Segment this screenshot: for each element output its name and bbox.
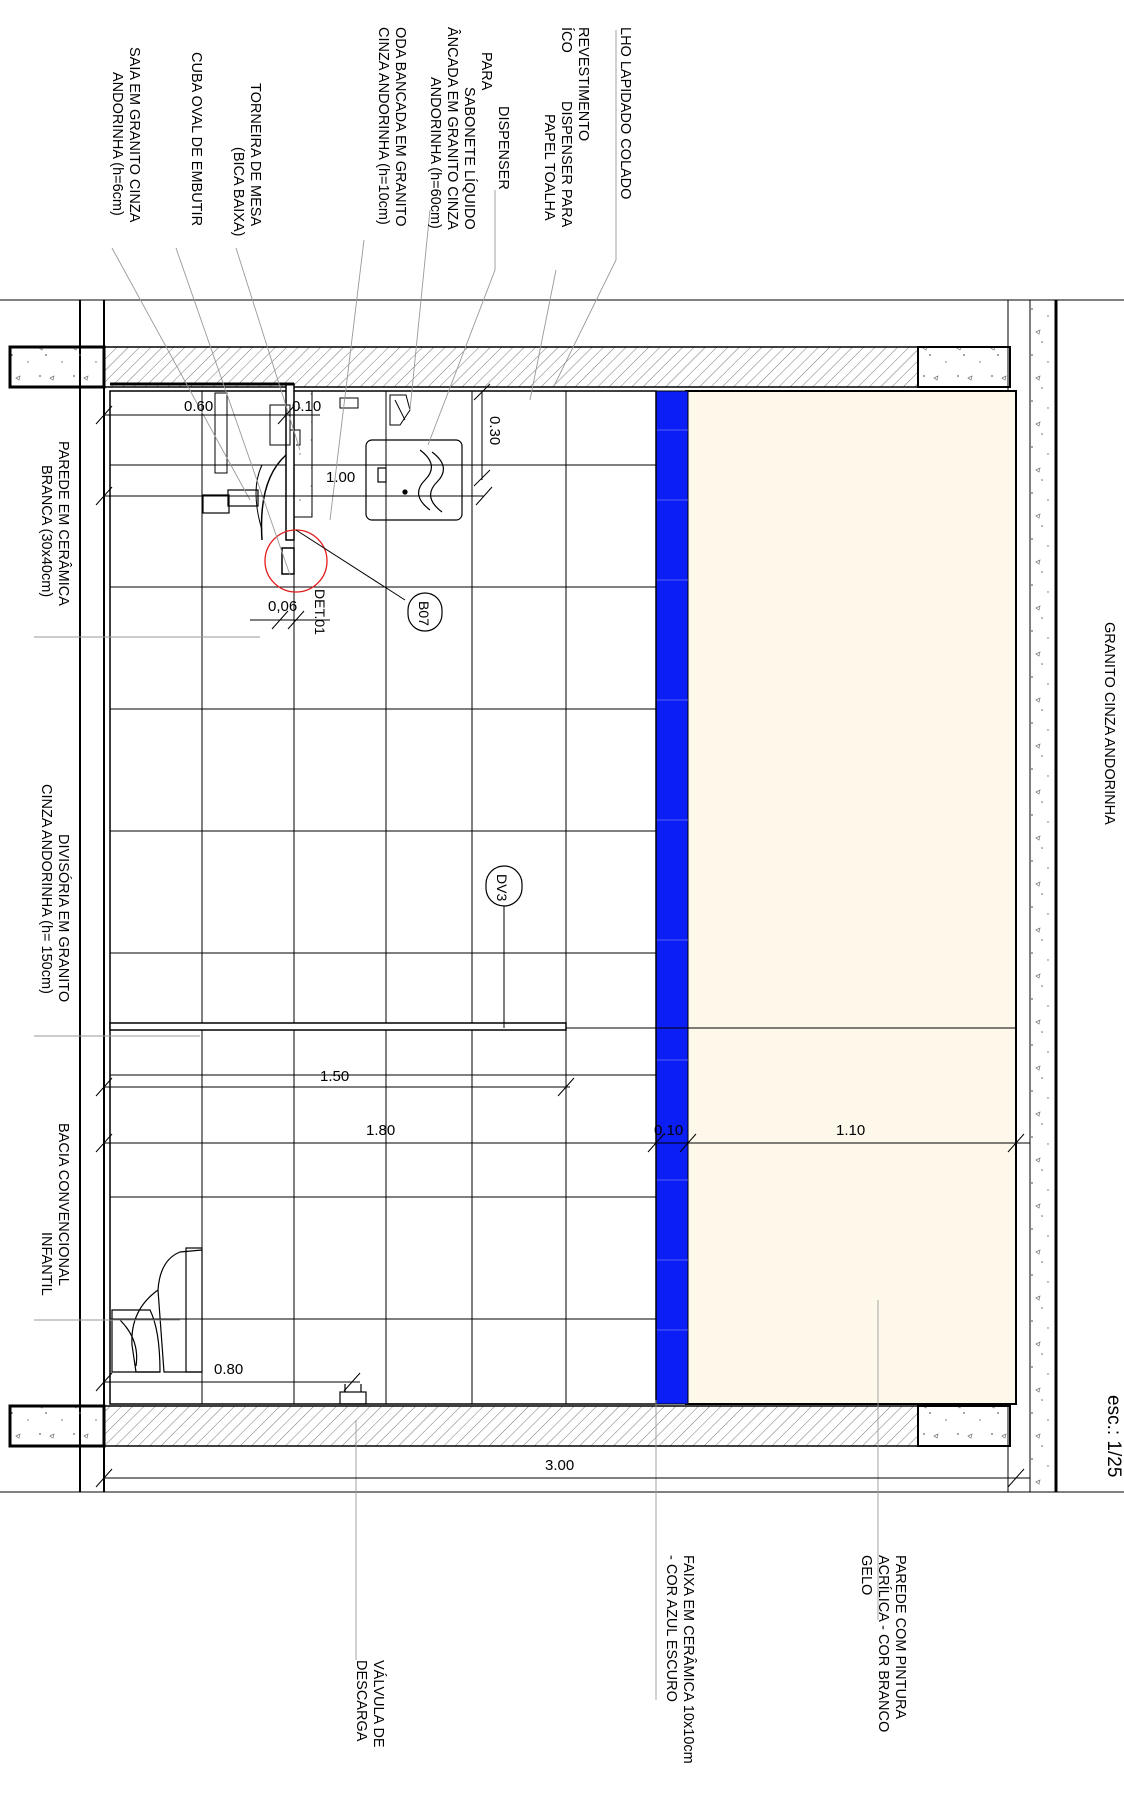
label-skirt-2: ANDORINHA (h=6cm) [109, 72, 125, 216]
tag-det01: DET.01 [312, 589, 328, 635]
label-toilet-2: INFANTIL [38, 1232, 54, 1296]
label-paint-2: ACRÍLICA - COR BRANCO [875, 1555, 892, 1732]
label-stripe-2: - COR AZUL ESCURO [663, 1555, 679, 1702]
label-countertop-1: ÂNCADA EM GRANITO CINZA [444, 27, 461, 230]
detail-circle [264, 529, 328, 593]
child-toilet [111, 1247, 203, 1373]
label-stripe-1: FAIXA EM CERÂMICA 10x10cm [680, 1555, 697, 1764]
acrylic-paint-wall [685, 390, 1017, 1405]
label-basin: CUBA OVAL DE EMBUTIR [188, 52, 204, 226]
dim-060: 0.60 [184, 398, 213, 415]
label-toilet-1: BACIA CONVENCIONAL [55, 1123, 71, 1286]
label-paint-3: GELO [858, 1555, 874, 1595]
label-ceramic-wall-1: PAREDE EM CERÂMICA [55, 441, 72, 606]
label-partition-1: DIVISÓRIA EM GRANITO [55, 834, 72, 1002]
label-soap-dispenser-2: PARA [478, 52, 494, 91]
countertop-basin [110, 382, 359, 575]
dim-180: 1.80 [366, 1122, 395, 1139]
tag-b07: B07 [295, 529, 443, 632]
dim-010-top: 0.10 [292, 398, 321, 415]
dimension-lines [95, 383, 1030, 1488]
label-partition-2: CINZA ANDORINHA (h= 150cm) [38, 784, 54, 994]
blue-ceramic-stripe [655, 390, 689, 1405]
label-countertop-2: ANDORINHA (h=60cm) [427, 77, 443, 229]
label-faucet-1: TORNEIRA DE MESA [247, 83, 263, 226]
dim-006: 0,06 [268, 598, 297, 615]
label-soap-dispenser-3: SABONETE LÍQUIDO [461, 87, 478, 230]
label-tile-cladding-1: REVESTIMENTO [575, 27, 591, 141]
label-paint-1: PAREDE COM PINTURA [892, 1555, 908, 1719]
label-skirt-1: SAIA EM GRANITO CINZA [126, 47, 142, 223]
label-granite-floor: GRANITO CINZA ANDORINHA [1101, 622, 1117, 825]
label-flush-valve-2: DESCARGA [353, 1660, 369, 1742]
granite-partition [109, 1022, 1016, 1031]
slab-bottom [8, 1404, 1011, 1448]
label-ceramic-wall-2: BRANCA (30x40cm) [38, 465, 54, 597]
scale-label: esc.: 1/25 [1103, 1395, 1124, 1477]
label-counter-edge-2: CINZA ANDORINHA (h=10cm) [375, 27, 391, 225]
dim-080: 0.80 [214, 1361, 243, 1378]
label-tile-cladding-2: ÍCO [558, 27, 575, 53]
leader-lines [34, 30, 879, 1700]
dim-100: 1.00 [326, 469, 355, 486]
label-towel-dispenser-2: PAPEL TOALHA [541, 114, 557, 221]
label-soap-dispenser-1: DISPENSER [495, 106, 511, 190]
slab-top [8, 345, 1011, 389]
soap-dispenser [389, 394, 411, 426]
tag-b07-label: B07 [416, 601, 432, 626]
towel-dispenser [365, 439, 463, 521]
flush-valve [339, 1384, 367, 1405]
label-counter-edge-1: ODA BANCADA EM GRANITO [392, 27, 408, 227]
tag-dv3: DV3 [485, 865, 523, 1028]
tag-dv3-label: DV3 [494, 874, 510, 901]
dim-110: 1.10 [836, 1122, 865, 1139]
label-towel-dispenser-1: DISPENSER PARA [558, 101, 574, 228]
dim-150: 1.50 [320, 1068, 349, 1085]
dim-300: 3.00 [545, 1457, 574, 1474]
stripe-joints [656, 429, 688, 1331]
dim-010-stripe: 0.10 [654, 1122, 683, 1139]
label-mirror: LHO LAPIDADO COLADO [617, 27, 633, 199]
ceramic-tile-grid [109, 390, 657, 1405]
label-faucet-2: (BICA BAIXA) [230, 147, 246, 236]
dim-030: 0.30 [486, 416, 503, 445]
label-flush-valve-1: VÁLVULA DE [370, 1660, 387, 1748]
